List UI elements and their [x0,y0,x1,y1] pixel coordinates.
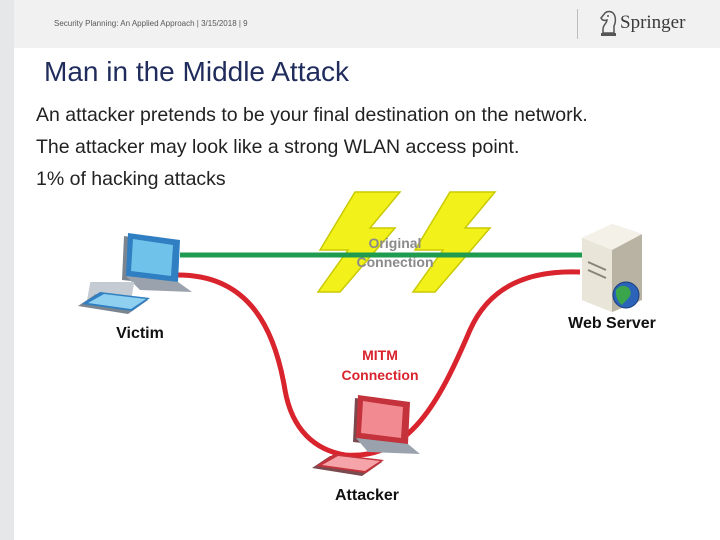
attacker-label: Attacker [335,487,399,504]
bullet-item: 1% of hacking attacks [36,168,226,190]
victim-label: Victim [116,325,164,342]
mitm-connection-label: MITM [362,347,398,363]
header-divider [577,9,578,39]
original-connection-label: Connection [357,254,434,270]
logo-text: Springer [620,12,686,33]
bullet-item: An attacker pretends to be your final de… [36,104,588,126]
victim-computer-icon [78,233,192,314]
web-server-icon [582,224,642,312]
mitm-connection-line [177,269,581,458]
bullet-item: The attacker may look like a strong WLAN… [36,136,520,158]
slide-title: Man in the Middle Attack [44,56,350,87]
left-accent-bar [0,0,14,540]
springer-chess-knight-icon [600,10,617,36]
slide-header: Security Planning: An Applied Approach |… [14,0,720,48]
springer-logo: Springer [598,9,698,39]
lightning-bolt-icon [316,191,497,293]
bullet-list: An attacker pretends to be your final de… [36,99,588,195]
breadcrumb: Security Planning: An Applied Approach |… [54,19,248,28]
original-connection-label: Original [369,235,422,251]
mitm-connection-label: Connection [342,367,419,383]
web-server-label: Web Server [568,315,656,332]
attacker-computer-icon [312,395,420,476]
